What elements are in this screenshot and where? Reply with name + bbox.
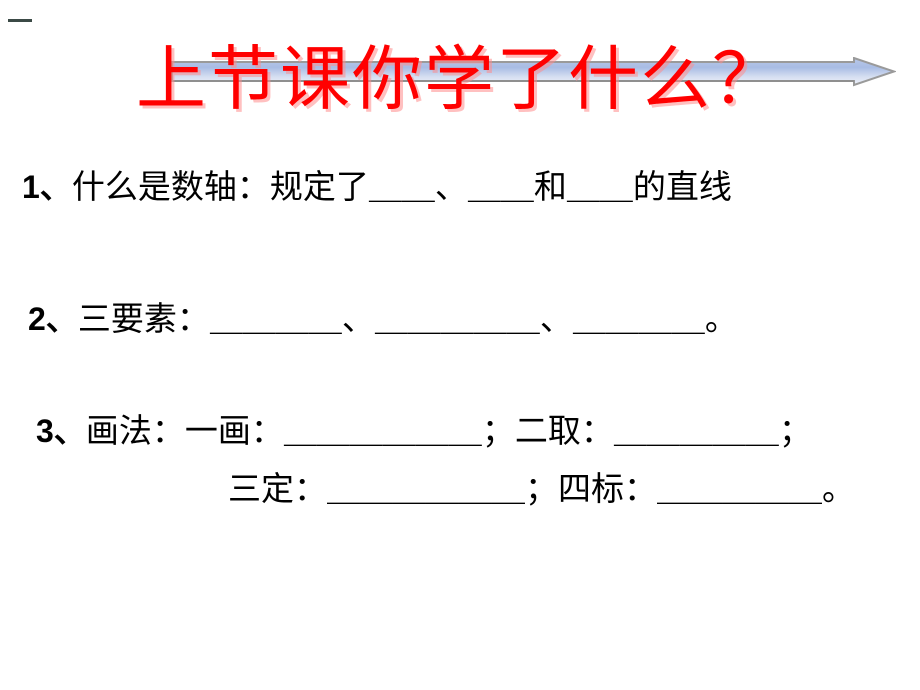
body-line-2-number: 2、 xyxy=(28,301,78,337)
body-line-3-text: 画法：一画：＿＿＿＿＿＿；二取：＿＿＿＿＿； xyxy=(85,411,812,450)
body-line-4: 三定：＿＿＿＿＿＿；四标：＿＿＿＿＿。 xyxy=(228,470,855,508)
body-line-3: 3、画法：一画：＿＿＿＿＿＿；二取：＿＿＿＿＿； xyxy=(36,412,812,450)
body-line-2: 2、三要素：＿＿＿＿、＿＿＿＿＿、＿＿＿＿。 xyxy=(28,300,738,338)
body-line-1-number: 1、 xyxy=(22,169,72,205)
body-line-2-text: 三要素：＿＿＿＿、＿＿＿＿＿、＿＿＿＿。 xyxy=(77,299,738,338)
body-line-4-text: 三定：＿＿＿＿＿＿；四标：＿＿＿＿＿。 xyxy=(228,469,855,508)
corner-dash-mark xyxy=(8,19,32,22)
body-line-1: 1、什么是数轴：规定了＿＿、＿＿和＿＿的直线 xyxy=(22,168,732,206)
body-line-3-number: 3、 xyxy=(36,413,86,449)
body-line-1-text: 什么是数轴：规定了＿＿、＿＿和＿＿的直线 xyxy=(71,167,732,206)
arrow-banner-icon xyxy=(170,57,896,87)
page-title: 上节课你学了什么？ xyxy=(136,38,784,120)
